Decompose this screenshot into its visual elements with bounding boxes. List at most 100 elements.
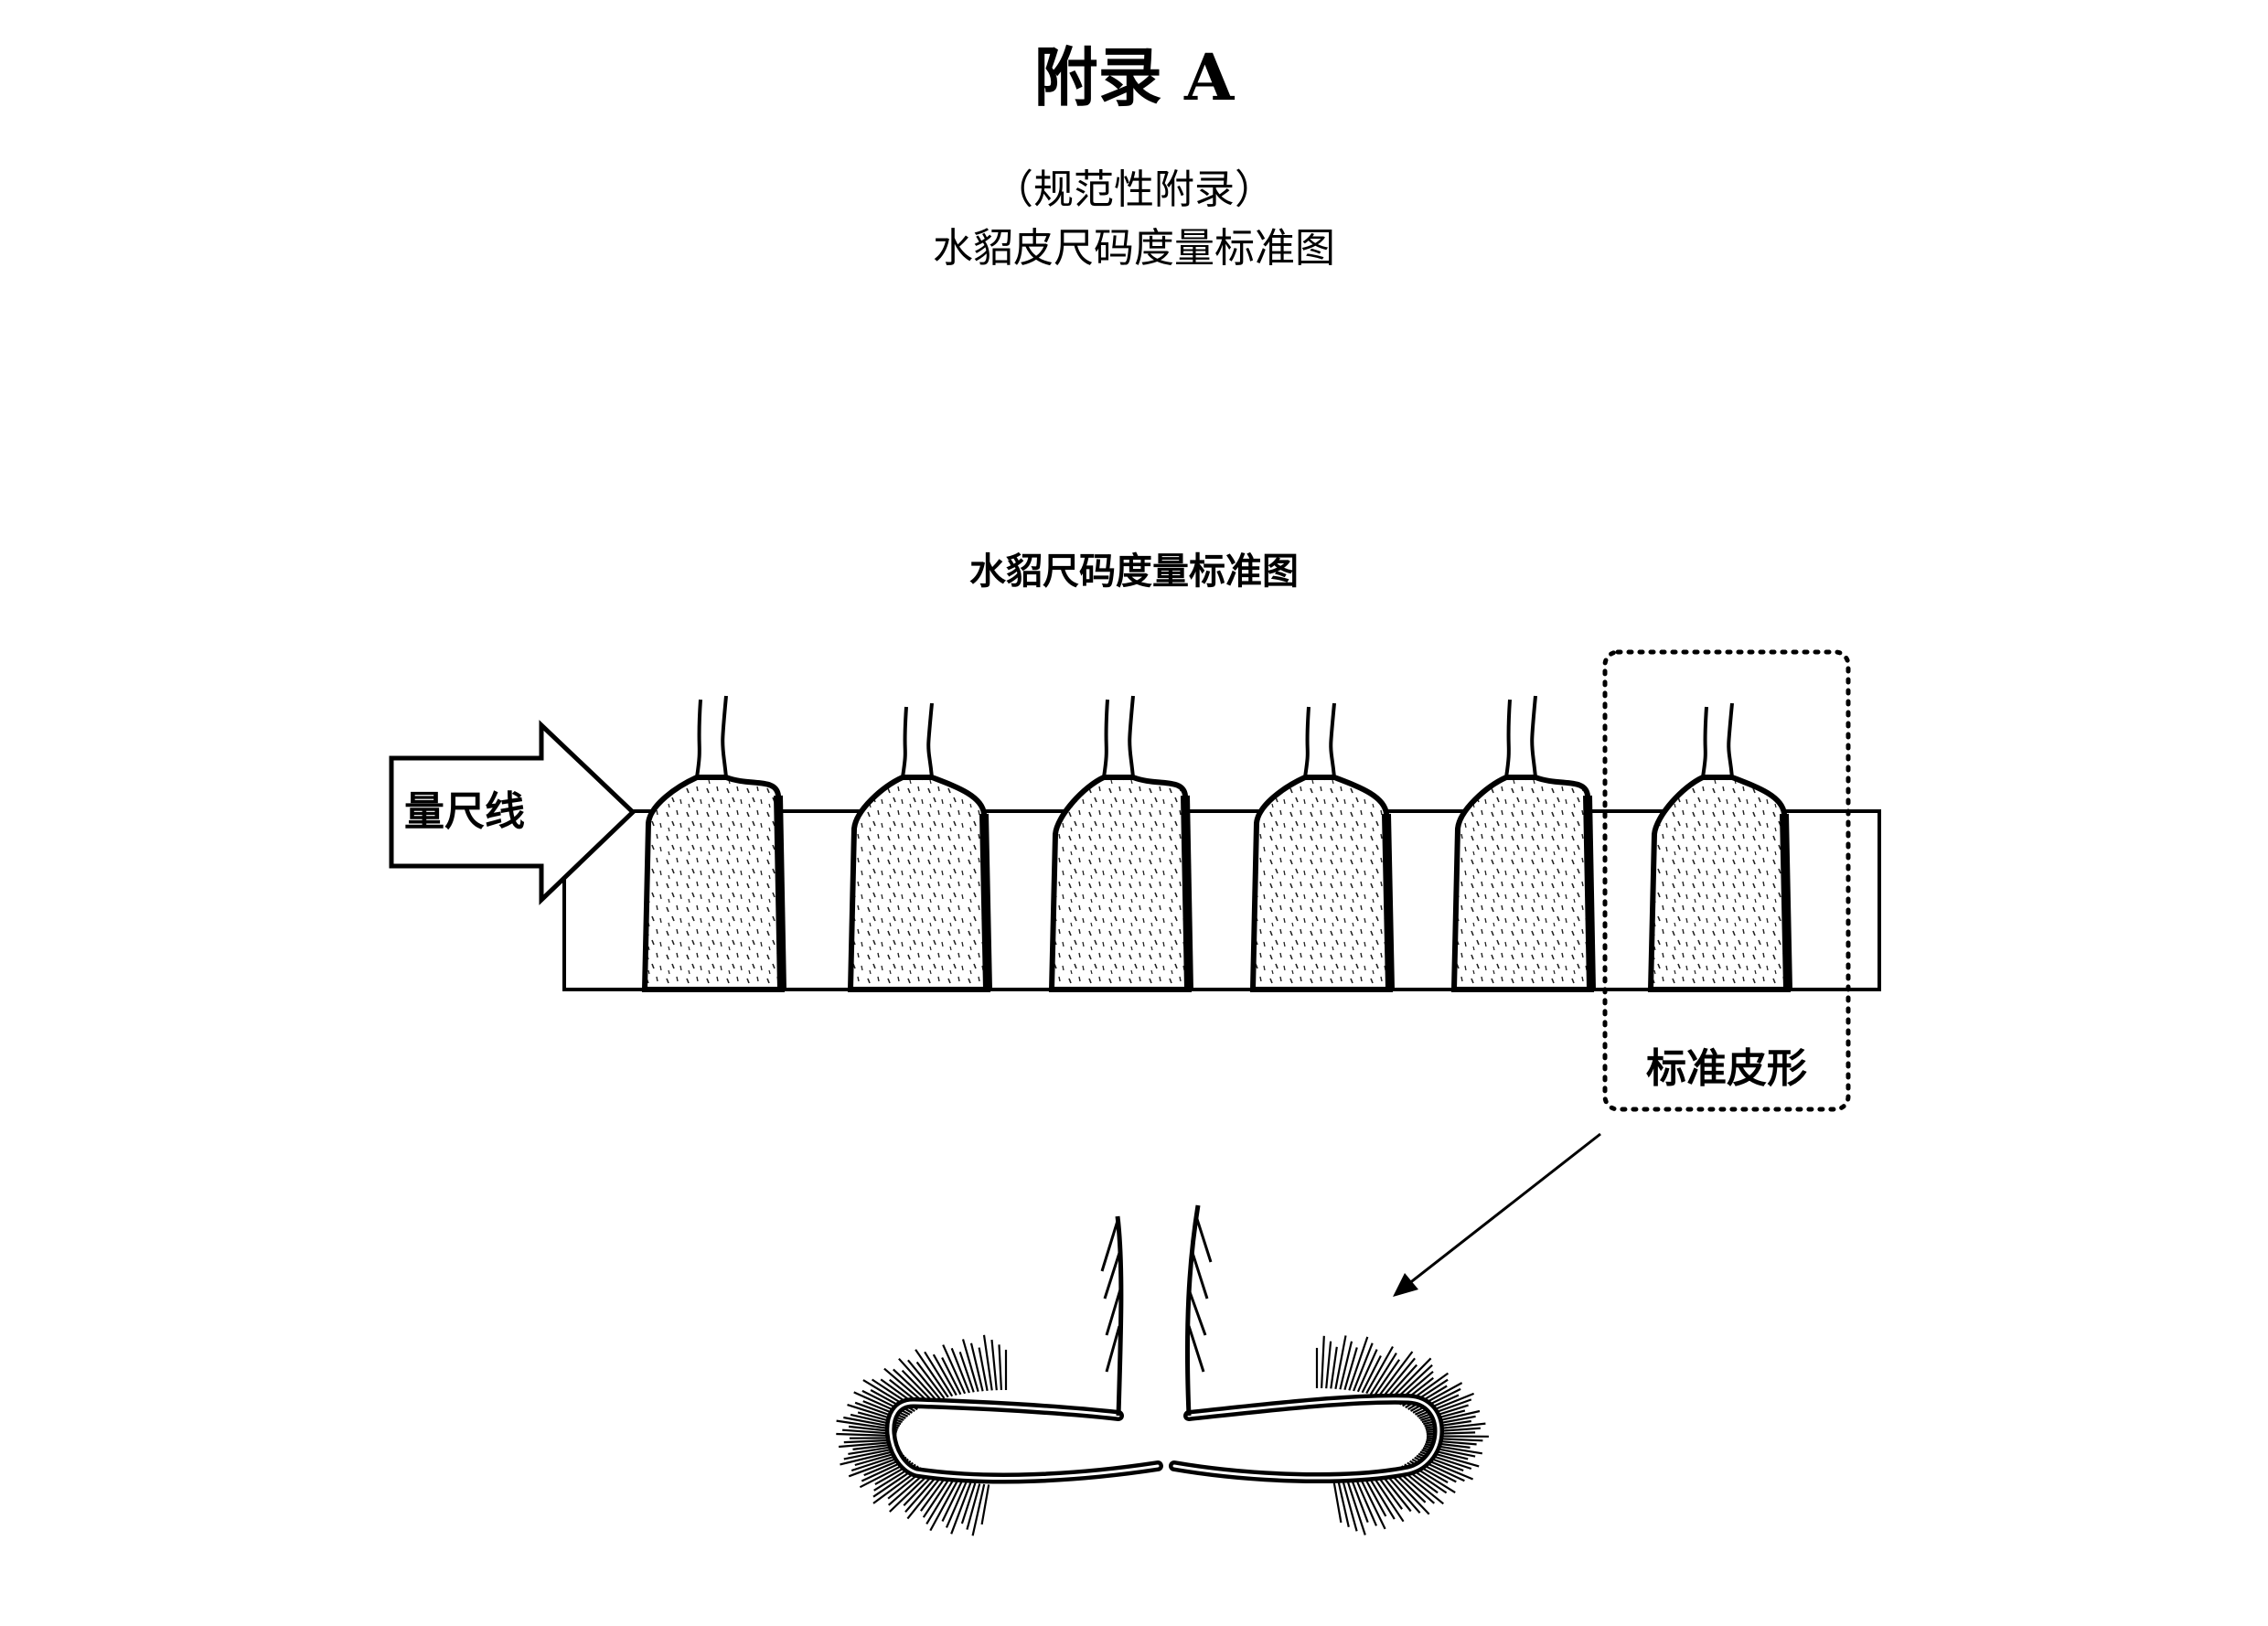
fur-stroke: [978, 1347, 989, 1392]
pelt-neck-right: [1128, 695, 1135, 778]
fur-stroke: [922, 1477, 951, 1518]
measuring-frame: [562, 809, 1881, 991]
cross-section-neck-left: [1115, 1215, 1124, 1417]
pelt-body: [641, 775, 786, 992]
fur-stroke: [960, 1482, 977, 1524]
fur-stroke: [1100, 1220, 1119, 1272]
fur-stroke: [1346, 1481, 1366, 1535]
fur-stroke: [1353, 1343, 1374, 1392]
fur-stroke: [966, 1483, 981, 1530]
fur-stroke: [1418, 1398, 1472, 1419]
fur-stroke: [1339, 1341, 1353, 1390]
pointer-line: [1403, 1132, 1601, 1289]
pelt-neck-left: [695, 699, 702, 778]
fur-stroke: [1381, 1357, 1416, 1399]
fur-stroke: [1337, 1482, 1350, 1527]
fur-stroke: [1420, 1404, 1469, 1421]
fur-stroke: [1364, 1478, 1387, 1517]
fur-stroke: [1342, 1482, 1358, 1532]
fur-stroke: [1368, 1477, 1396, 1520]
fur-stroke: [1194, 1215, 1213, 1263]
fur-stroke: [1360, 1479, 1386, 1530]
fur-stroke: [950, 1347, 970, 1394]
cross-section-inner-outline: [889, 1397, 1440, 1480]
fur-stroke: [1348, 1336, 1369, 1391]
fur-stroke: [1365, 1345, 1394, 1395]
pelt-neck-left: [1504, 699, 1512, 778]
pelt-edge: [1583, 795, 1596, 990]
fur-stroke: [1374, 1359, 1401, 1396]
standard-pelt-label: 标准皮形: [1646, 1045, 1807, 1092]
fur-stroke: [941, 1357, 962, 1396]
fur-stroke: [1387, 1471, 1430, 1515]
fur-stroke: [958, 1351, 975, 1393]
fur-stroke: [941, 1481, 963, 1522]
pelt-neck-left: [901, 706, 908, 778]
fur-stroke: [901, 1369, 935, 1403]
fur-stroke: [980, 1484, 990, 1525]
pelt-3: [1048, 695, 1193, 992]
fur-stroke: [1421, 1409, 1466, 1424]
appendix-type-note: （规范性附录）: [993, 166, 1275, 213]
fur-stroke: [920, 1476, 947, 1512]
pelt-neck-right: [1329, 702, 1336, 778]
fur-stroke: [1372, 1475, 1405, 1523]
fur-stroke: [1356, 1349, 1378, 1393]
fur-stroke: [1388, 1357, 1432, 1401]
pelt-body: [1647, 775, 1792, 992]
fur-stroke: [915, 1361, 946, 1399]
pelt-6: [1647, 702, 1792, 992]
pelt-edge: [979, 813, 992, 990]
pelt-neck-left: [1701, 706, 1708, 778]
fur-stroke: [945, 1482, 968, 1528]
fur-stroke: [1343, 1347, 1358, 1391]
cross-section-fur: [836, 1215, 1489, 1536]
fur-stroke: [925, 1479, 955, 1524]
fur-stroke: [1191, 1252, 1209, 1300]
fur-stroke: [1332, 1482, 1343, 1524]
pelt-edge: [774, 795, 786, 990]
fur-stroke: [1380, 1473, 1412, 1513]
pelt-body: [1048, 775, 1193, 992]
fur-stroke: [1377, 1351, 1414, 1397]
fur-stroke: [1385, 1364, 1418, 1400]
pointer-arrowhead: [1393, 1273, 1418, 1297]
fur-stroke: [1187, 1325, 1205, 1373]
pelt-1: [641, 695, 786, 992]
fur-stroke: [942, 1344, 967, 1395]
fur-stroke: [1376, 1474, 1403, 1510]
appendix-title: 附录 A: [1033, 39, 1235, 115]
fur-stroke: [1330, 1346, 1338, 1389]
fur-stroke: [950, 1482, 972, 1535]
fur-stroke: [1414, 1394, 1460, 1416]
cross-section-outline: [885, 1393, 1444, 1484]
measuring-line-arrow: [389, 720, 637, 905]
pelt-neck-left: [1303, 706, 1311, 778]
fur-stroke: [915, 1349, 949, 1398]
pelt-edge: [1382, 813, 1395, 990]
pelt-neck-right: [721, 695, 728, 778]
fur-stroke: [1187, 1289, 1207, 1336]
pelt-body: [1249, 775, 1394, 992]
pelt-group: [641, 695, 1792, 992]
pelt-body: [847, 775, 991, 992]
pelt-edge: [1181, 795, 1193, 990]
fur-stroke: [932, 1353, 957, 1396]
fur-stroke: [1103, 1252, 1121, 1300]
fur-stroke: [1361, 1355, 1382, 1394]
fur-stroke: [907, 1359, 942, 1401]
pelt-neck-right: [1727, 702, 1734, 778]
fur-stroke: [1412, 1387, 1461, 1414]
fur-stroke: [1321, 1335, 1325, 1389]
fur-stroke: [1351, 1480, 1369, 1523]
figure-title: 水貂尺码度量标准图: [969, 551, 1299, 593]
fur-stroke: [1105, 1289, 1122, 1336]
standard-pelt-highlight-box: [1602, 649, 1851, 1112]
pelt-5: [1450, 695, 1596, 992]
fur-stroke: [1325, 1341, 1332, 1389]
pelt-neck-left: [1102, 699, 1109, 778]
fur-stroke: [1417, 1392, 1475, 1417]
fur-stroke: [1105, 1325, 1121, 1373]
measuring-line-label: 量尺线: [404, 788, 525, 835]
